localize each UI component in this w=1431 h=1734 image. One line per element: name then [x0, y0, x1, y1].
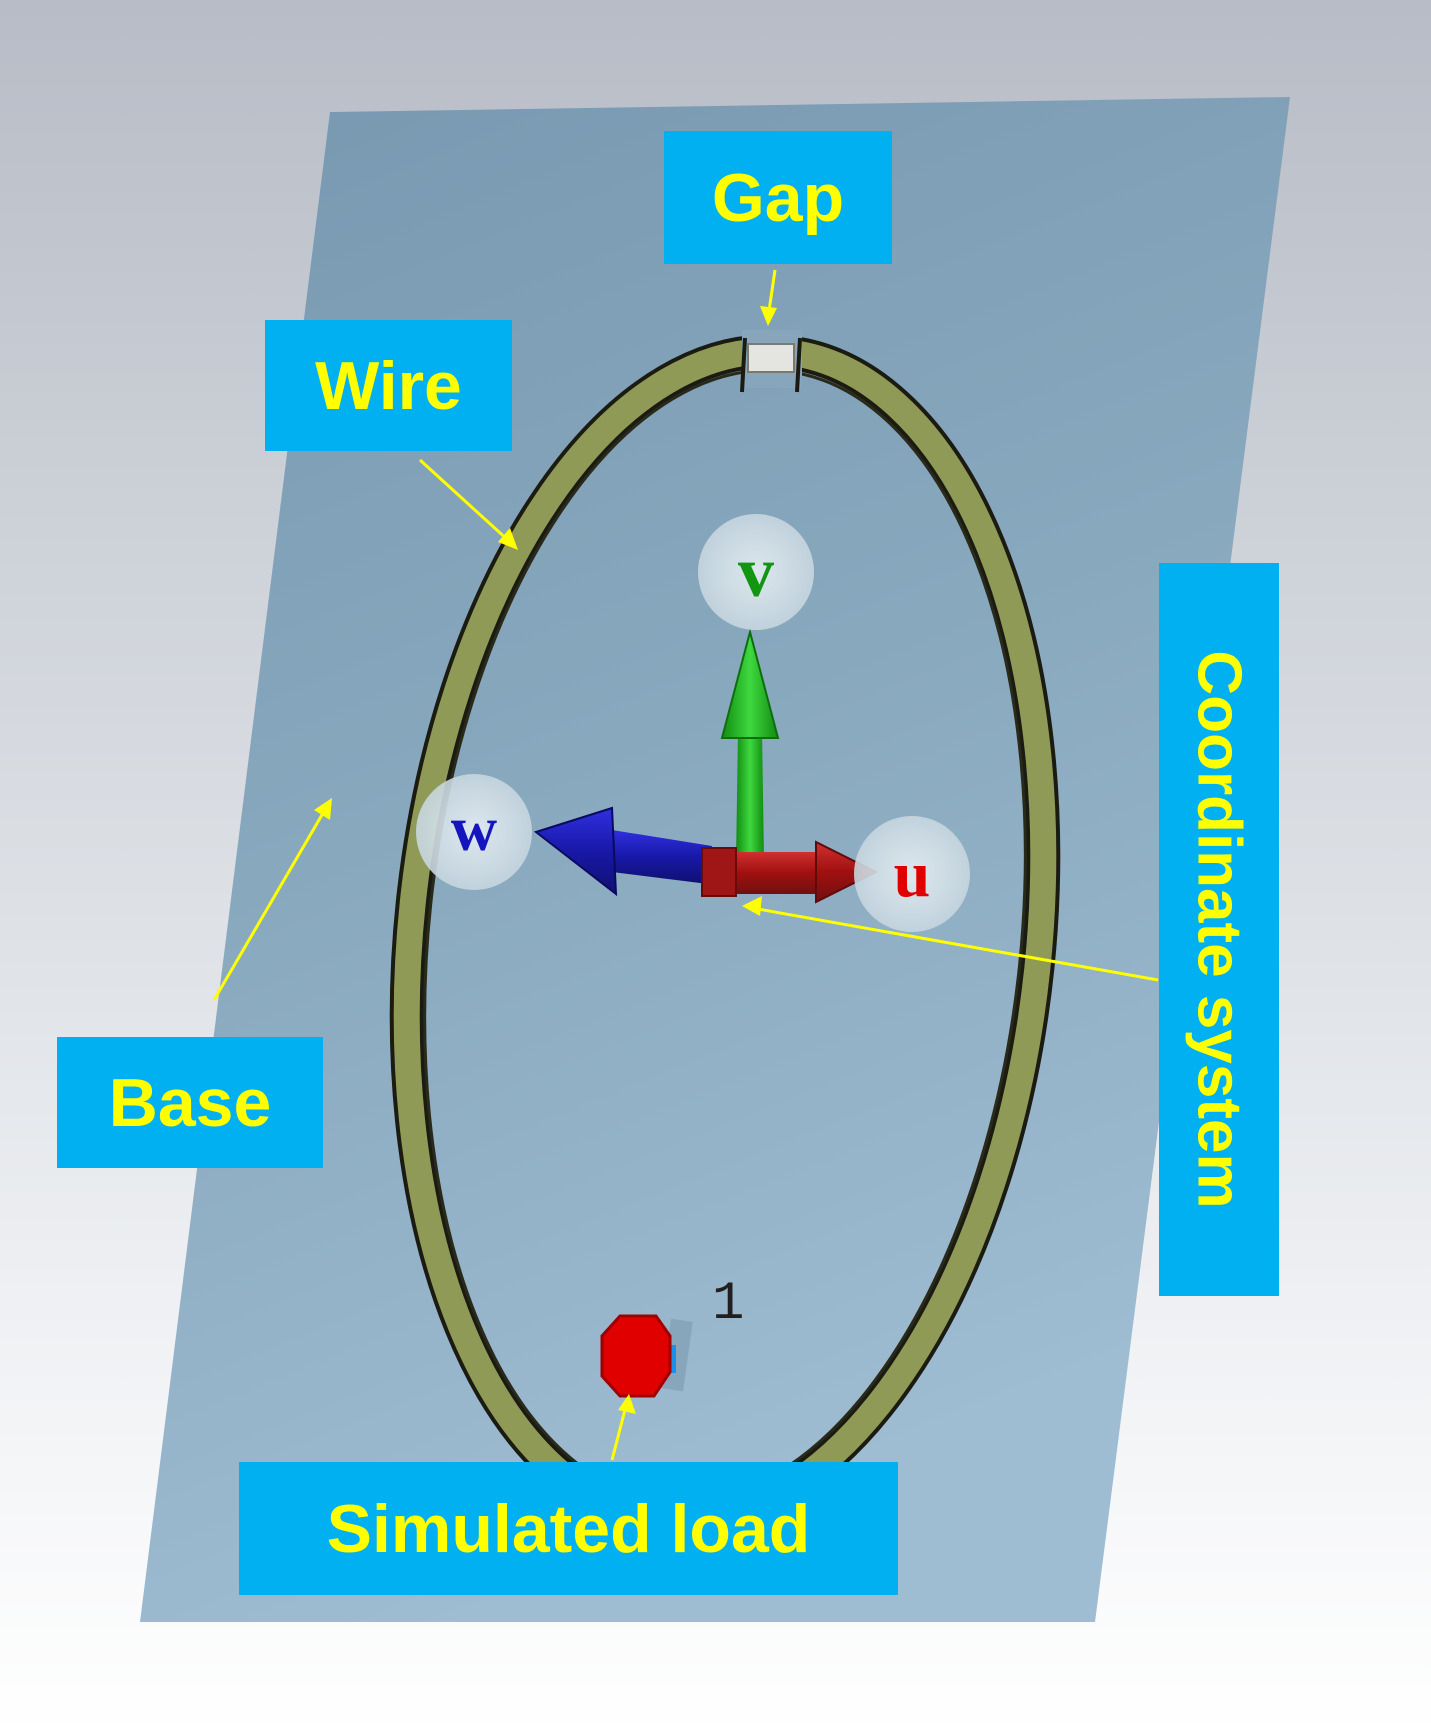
port-number: 1	[712, 1274, 744, 1335]
axis-arrow-w	[533, 806, 712, 897]
axis-bubble-v	[698, 514, 814, 630]
pointer-simulated-load	[610, 1401, 629, 1461]
axis-origin	[701, 847, 737, 897]
load-port	[600, 1314, 672, 1398]
gap-block	[740, 330, 802, 393]
axis-label-w: w	[451, 793, 497, 864]
axis-arrow-v	[720, 628, 780, 862]
callout-simulated-load: Simulated load	[239, 1462, 898, 1595]
axis-label-v: v	[738, 532, 774, 612]
callout-wire: Wire	[265, 320, 512, 451]
pointer-wire	[418, 458, 512, 544]
callout-base: Base	[57, 1037, 323, 1168]
pointer-coordinate-system	[751, 906, 1159, 982]
callout-coordinate-system: Coordinate system	[1159, 563, 1279, 1296]
pointer-base	[212, 807, 328, 1001]
axis-label-u: u	[894, 838, 931, 911]
axis-bubble-u	[854, 816, 970, 932]
axis-bubble-w	[416, 774, 532, 890]
coordinate-axes: v w u	[416, 514, 970, 932]
axis-arrow-u	[716, 840, 879, 904]
pointer-lines	[212, 269, 1159, 1461]
callout-gap: Gap	[664, 131, 892, 264]
callout-coordinate-system-text: Coordinate system	[1184, 650, 1254, 1209]
